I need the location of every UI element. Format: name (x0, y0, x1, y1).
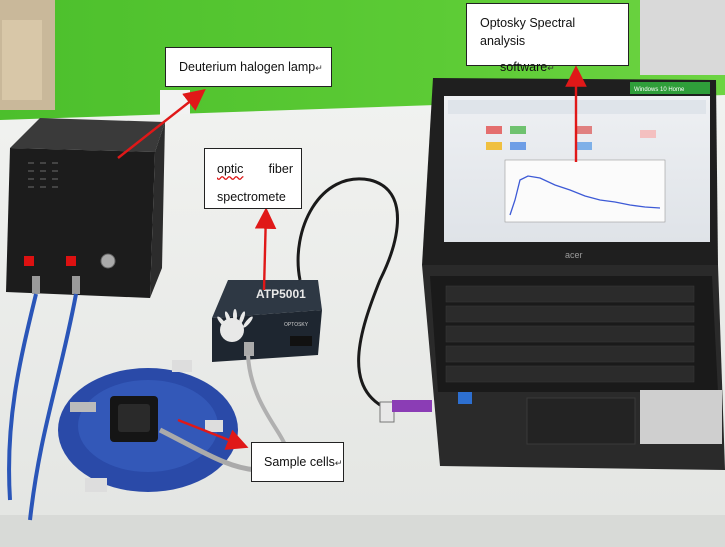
device-model-label: ATP5001 (256, 287, 306, 301)
callout-spectral-software: Optosky Spectral analysis software↵ (466, 3, 629, 74)
return-mark: ↵ (315, 63, 323, 73)
laptop: acer Windows 10 Home (422, 78, 725, 470)
lamp-arrow (117, 89, 206, 159)
device-brand-label: OPTOSKY (284, 322, 309, 328)
return-mark: ↵ (334, 458, 343, 468)
callout-lamp-text: Deuterium halogen lamp (179, 60, 316, 74)
touchpad (526, 397, 636, 445)
callout-deuterium-halogen-lamp: Deuterium halogen lamp↵ (165, 47, 332, 87)
callout-spec-word2: fiber (268, 162, 293, 176)
spectrum-plot (504, 159, 666, 223)
callout-software-line1: Optosky Spectral analysis (480, 16, 576, 48)
callout-spec-word3: spectromete (217, 189, 286, 204)
deuterium-halogen-lamp (6, 118, 165, 298)
spectrometer-arrow (254, 207, 277, 291)
callout-optic-fiber-spectrometer: optic fiber spectromete (204, 148, 302, 209)
callout-software-line2: software (500, 60, 548, 74)
os-sticker-label: Windows 10 Home (634, 87, 685, 93)
callout-spec-word1: optic (217, 162, 244, 176)
return-mark: ↵ (547, 63, 555, 73)
callout-cells-text: Sample cells (264, 455, 335, 469)
fiber-spectrometer: ATP5001 OPTOSKY (212, 280, 322, 362)
sample-cell-holder (58, 360, 261, 492)
laptop-brand-label: acer (565, 250, 583, 260)
sample-cells-arrow (177, 418, 249, 450)
background-shelf (640, 0, 725, 75)
callout-sample-cells: Sample cells↵ (251, 442, 344, 482)
